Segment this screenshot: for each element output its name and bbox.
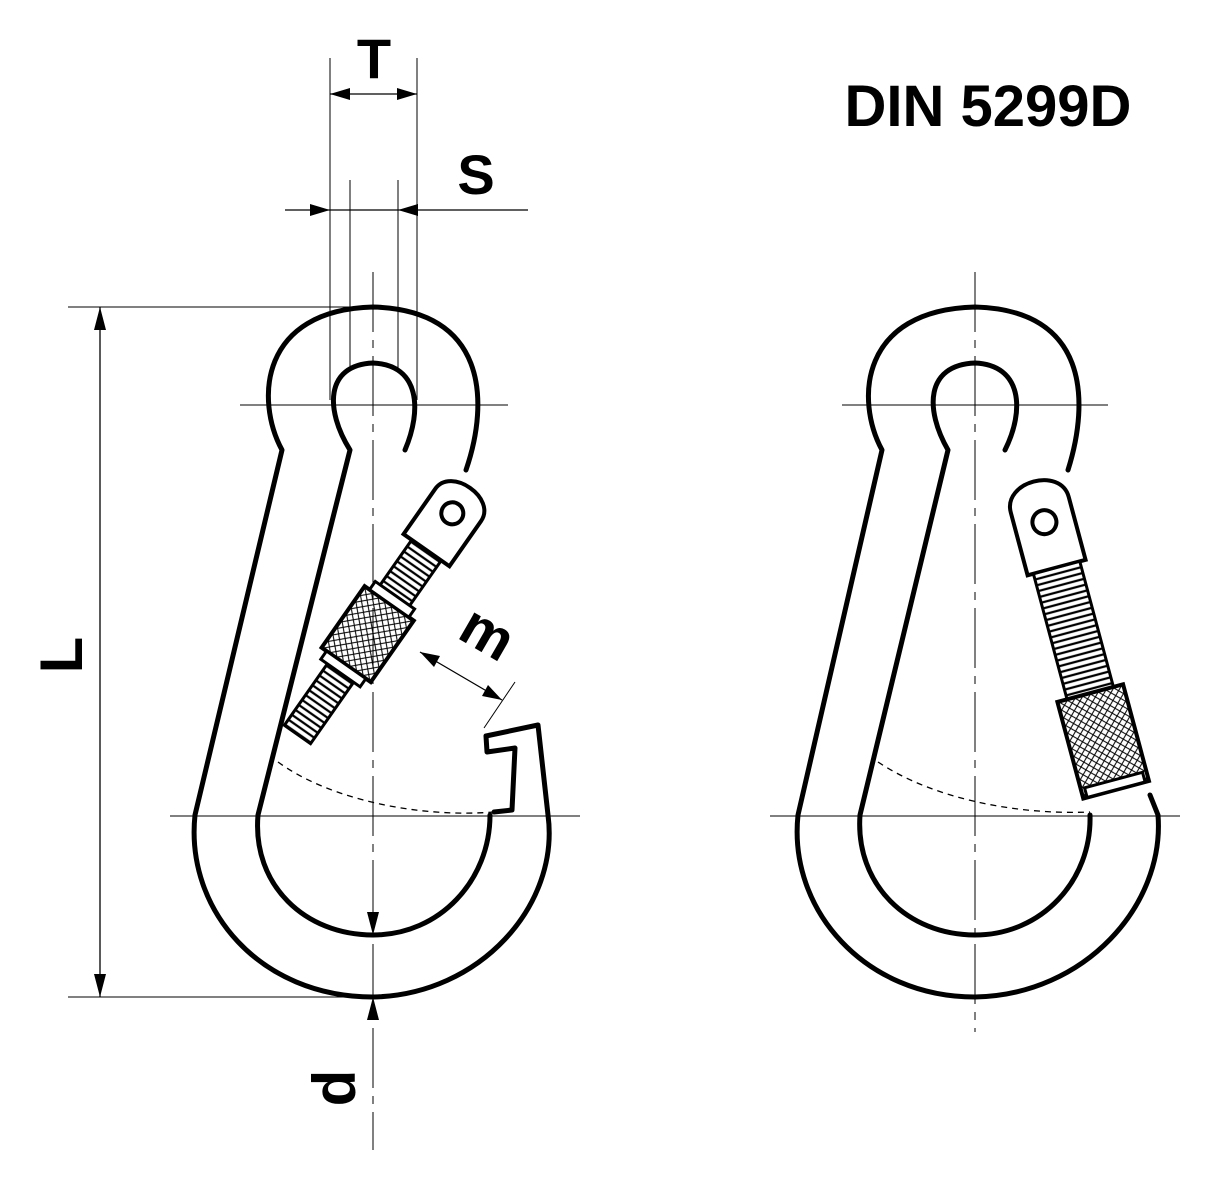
arrow-t-right-icon: [397, 88, 417, 100]
gate-pivot-block: [400, 479, 487, 570]
snap-hook-closed-view: [770, 272, 1180, 1032]
dim-label-d: d: [301, 1070, 368, 1107]
dim-label-t: T: [357, 27, 391, 90]
arrow-l-bottom-icon: [94, 974, 106, 997]
dim-label-l: L: [28, 637, 95, 674]
arrow-d-bottom-icon: [367, 997, 379, 1020]
gate-swing-arc: [277, 761, 495, 814]
arrow-m-right-icon: [482, 685, 502, 700]
gate-assembly-closed: [1008, 478, 1152, 801]
arrow-m-left-icon: [420, 652, 440, 667]
arrow-t-left-icon: [330, 88, 350, 100]
drawing-title: DIN 5299D: [845, 74, 1132, 139]
dim-label-s: S: [457, 143, 494, 206]
arrow-s-left-icon: [310, 204, 330, 216]
gate-assembly: [282, 479, 487, 746]
dim-label-m: m: [449, 592, 526, 674]
pivot-pin-icon: [439, 500, 466, 527]
gate-collar-top: [367, 579, 417, 620]
gate-collar-closed: [1082, 770, 1147, 800]
arrow-d-top-icon: [367, 912, 379, 935]
pivot-pin-closed-icon: [1030, 508, 1059, 537]
gate-swing-arc-closed: [877, 761, 1091, 814]
arrow-l-top-icon: [94, 307, 106, 330]
snap-hook-open-view: T S L d m: [28, 27, 580, 1150]
ext-line-m: [483, 681, 516, 729]
arrow-s-right-icon: [398, 204, 418, 216]
gate-collar-bottom: [318, 649, 368, 689]
gate-thread-closed: [1031, 559, 1116, 702]
